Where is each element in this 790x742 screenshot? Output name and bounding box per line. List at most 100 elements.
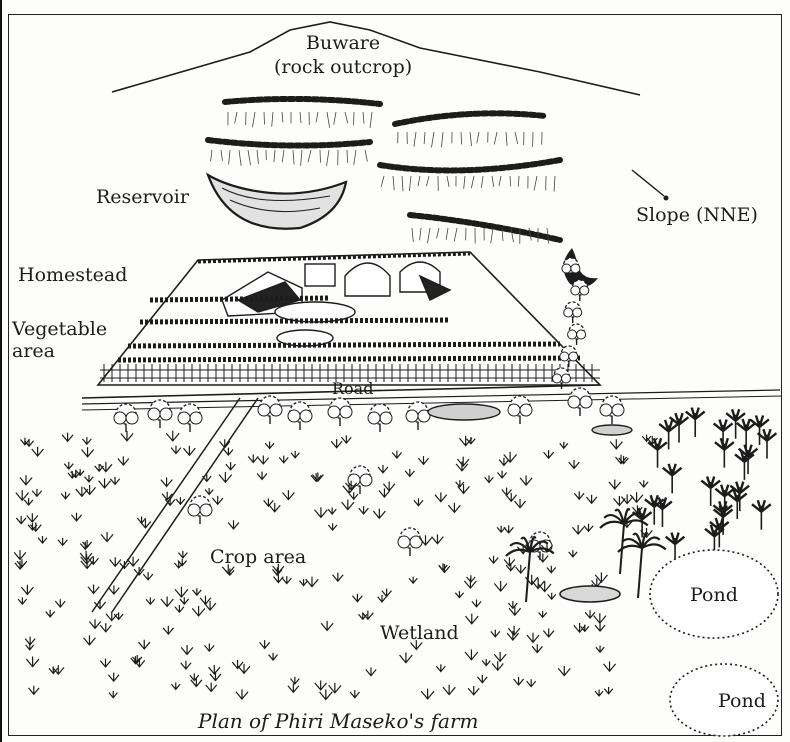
crop-plant (382, 589, 392, 597)
hatch-stroke (470, 132, 472, 146)
crop-plant (143, 572, 153, 580)
crop-plant (443, 685, 455, 695)
crop-plant (264, 499, 274, 507)
crop-plant (82, 447, 94, 457)
crop-plant (46, 610, 55, 617)
crop-plant (89, 619, 100, 628)
crop-plant (405, 469, 414, 476)
crop-plant (282, 490, 294, 500)
crop-plant (409, 577, 417, 584)
hatch-stroke (365, 150, 367, 162)
footpath (92, 398, 258, 612)
hatch-stroke (427, 228, 430, 243)
crop-plant (432, 534, 444, 543)
crop-plant (504, 525, 513, 533)
crop-plant (477, 675, 487, 683)
outcrop-desc-label: (rock outcrop) (274, 56, 412, 78)
hatch-stroke (518, 176, 519, 187)
contour-bund (380, 160, 560, 170)
pond-label-1: Pond (690, 584, 738, 606)
house (305, 264, 335, 286)
tree (568, 324, 586, 345)
crop-plant (311, 473, 321, 481)
crop-plant (291, 451, 300, 458)
vegetable-label-line1: Vegetable (12, 318, 107, 340)
hatch-stroke (492, 176, 494, 187)
hatch-stroke (506, 132, 507, 146)
crop-plant (175, 587, 188, 597)
crop-plant (516, 565, 526, 573)
crop-plant (163, 626, 173, 634)
slope-label: Slope (NNE) (636, 204, 758, 226)
slope-arrow (632, 170, 669, 201)
crop-plant (290, 677, 299, 684)
crop-plant (609, 480, 621, 489)
crop-plant (342, 500, 354, 510)
crop-plant (161, 477, 172, 486)
crop-plant (586, 495, 596, 503)
hatch-stroke (426, 176, 429, 186)
tree (571, 280, 589, 301)
contour-bund (225, 99, 380, 104)
hatch-stroke (293, 150, 294, 164)
crop-plant (110, 477, 119, 485)
hatch-stroke (381, 176, 384, 187)
hatch-stroke (447, 176, 449, 187)
crop-plant (101, 532, 113, 542)
crop-plant (527, 633, 539, 643)
hatch-stroke (491, 228, 493, 243)
crop-plant (509, 606, 521, 615)
crop-plant (569, 460, 579, 468)
crop-plant (331, 439, 342, 448)
crop-plant (32, 447, 44, 456)
crop-plant (226, 462, 236, 470)
crop-plant (32, 489, 41, 496)
crop-plant (209, 665, 220, 674)
crop-plant (14, 550, 26, 559)
crop-plant (178, 551, 187, 558)
tree (258, 396, 282, 424)
crop-plant (100, 623, 111, 632)
crop-plant (491, 630, 500, 637)
crop-plant (594, 613, 606, 623)
crop-plant (84, 635, 96, 645)
crop-plant (219, 472, 232, 482)
hatch-stroke (354, 150, 356, 165)
crop-plant (29, 686, 40, 694)
hatch-stroke (211, 150, 212, 161)
crop-plant (100, 659, 111, 667)
hatch-stroke (327, 112, 330, 128)
crop-plant (25, 439, 34, 446)
tree (188, 496, 212, 524)
crop-plant (482, 659, 490, 666)
outcrop-name-label: Buware (306, 32, 380, 54)
hatch-stroke (320, 150, 321, 163)
crop-plant (515, 499, 526, 508)
crop-plant (26, 657, 39, 667)
crop-plant (257, 472, 267, 480)
pond-label-2: Pond (718, 690, 766, 712)
crop-plant (320, 689, 333, 699)
crop-plant (279, 456, 288, 463)
wetland-tree (645, 495, 664, 524)
crop-plant (400, 652, 413, 662)
hatch-stroke (424, 132, 425, 144)
crop-plant (137, 516, 145, 523)
wetland-label: Wetland (380, 622, 459, 644)
crop-plant (193, 588, 202, 595)
crop-plant (109, 691, 117, 698)
crop-plant (342, 435, 352, 443)
crop-plant (350, 690, 359, 698)
crop-plant (269, 653, 278, 660)
crop-plant (38, 536, 47, 543)
wetland-tree (737, 419, 756, 448)
crop-plant (455, 591, 463, 598)
tree (148, 400, 172, 428)
crop-plant (468, 686, 479, 695)
hatch-stroke (257, 150, 258, 164)
hatch-stroke (515, 132, 518, 144)
crop-plant (504, 557, 515, 565)
hatch-stroke (418, 176, 420, 186)
hatch-stroke (534, 176, 537, 191)
